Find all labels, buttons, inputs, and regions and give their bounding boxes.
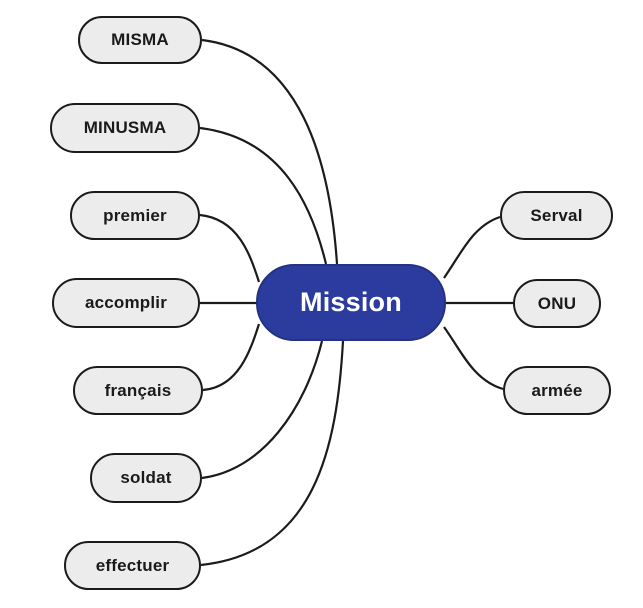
connector-francais	[202, 323, 261, 392]
node-mission-center[interactable]: Mission	[256, 264, 446, 341]
node-misma-label: MISMA	[111, 30, 169, 49]
node-onu-label: ONU	[537, 293, 577, 313]
node-armee[interactable]: armée	[503, 366, 611, 415]
node-accomplir-label: accomplir	[84, 293, 168, 312]
node-francais-label: français	[104, 380, 172, 400]
node-premier[interactable]: premier	[70, 191, 200, 240]
node-accomplir[interactable]: accomplir	[52, 278, 200, 328]
node-premier-label: premier	[103, 205, 167, 225]
node-soldat-label: soldat	[120, 468, 172, 487]
node-onu[interactable]: ONU	[513, 279, 601, 328]
connector-effectuer	[200, 340, 345, 567]
node-misma[interactable]: MISMA	[78, 16, 202, 64]
node-effectuer-label: effectuer	[95, 555, 170, 575]
connector-serval	[443, 215, 501, 279]
connector-premier	[199, 213, 261, 283]
node-francais[interactable]: français	[73, 366, 203, 415]
connector-misma	[201, 38, 339, 265]
node-serval[interactable]: Serval	[500, 191, 613, 240]
node-serval-label: Serval	[530, 205, 583, 225]
connector-armee	[443, 326, 504, 391]
node-mission-label: Mission	[300, 287, 402, 317]
node-effectuer[interactable]: effectuer	[64, 541, 201, 590]
connector-soldat	[201, 340, 324, 480]
connector-minusma	[199, 126, 328, 265]
node-armee-label: armée	[531, 380, 583, 400]
node-minusma[interactable]: MINUSMA	[50, 103, 200, 153]
node-soldat[interactable]: soldat	[90, 453, 202, 503]
node-minusma-label: MINUSMA	[83, 118, 167, 137]
